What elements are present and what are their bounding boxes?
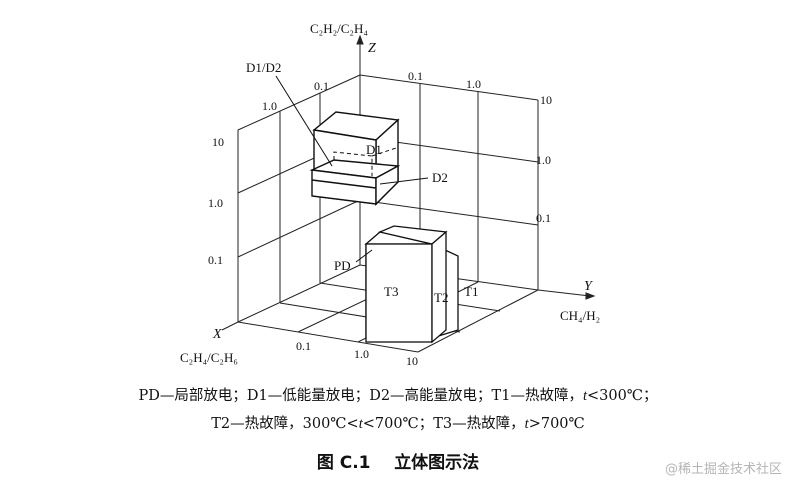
region-label-d2: D2 — [432, 170, 448, 185]
x-tick-3: 10 — [406, 354, 418, 368]
d2-leader — [379, 177, 429, 185]
t-region-boxes — [364, 225, 459, 344]
top-left-tick-2: 1.0 — [262, 99, 277, 113]
y-axis-line — [537, 289, 591, 297]
figure-title: 立体图示法 — [394, 453, 480, 473]
z-right-tick-3: 0.1 — [536, 211, 551, 225]
z-right-tick-2: 1.0 — [536, 153, 551, 167]
x-axis-title: C₂H₄/C₂H₆ — [180, 350, 238, 365]
legend-line-1: PD—局部放电；D1—低能量放电；D2—高能量放电；T1—热故障，t<300℃； — [0, 384, 796, 405]
region-label-t3: T3 — [384, 284, 398, 299]
x-axis-var: X — [212, 327, 222, 342]
y-axis-title: CH₄/H₂ — [560, 308, 600, 323]
z-axis-title: C₂H₂/C₂H₄ — [310, 21, 368, 36]
x-axis-line — [221, 321, 239, 331]
watermark: @稀土掘金技术社区 — [664, 462, 782, 477]
legend-text: <700℃；T3—热故障， — [362, 416, 525, 432]
y-tick-1: 0.1 — [408, 69, 423, 83]
region-label-pd: PD — [334, 258, 351, 273]
z-left-tick-1: 10 — [212, 135, 224, 149]
y-tick-3: 10 — [540, 93, 552, 107]
region-label-d1: D1 — [366, 142, 382, 157]
legend-var: t — [524, 416, 529, 432]
stereogram-diagram: C₂H₂/C₂H₄ Z C₂H₄/C₂H₆ X CH₄/H₂ Y 0.1 1.0… — [180, 21, 600, 368]
z-left-tick-2: 1.0 — [208, 196, 223, 210]
d1d2-overlap-outline — [333, 147, 397, 176]
legend-text: PD—局部放电；D1—低能量放电；D2—高能量放电；T1—热故障， — [138, 388, 583, 404]
legend-text: >700℃ — [528, 416, 585, 432]
x-tick-2: 1.0 — [354, 347, 369, 361]
legend-var: t — [582, 388, 587, 404]
y-axis-var: Y — [584, 279, 594, 294]
figure-caption: 图 C.1 立体图示法 — [0, 448, 796, 473]
region-label-t2: T2 — [434, 290, 448, 305]
y-axis-arrow — [585, 292, 596, 300]
legend-line-2: T2—热故障，300℃<t<700℃；T3—热故障，t>700℃ — [0, 412, 796, 433]
y-tick-2: 1.0 — [466, 77, 481, 91]
figure-number: 图 C.1 — [316, 453, 371, 473]
d-region-boxes — [309, 111, 401, 206]
top-left-tick-1: 0.1 — [314, 79, 329, 93]
region-label-t1: T1 — [464, 284, 478, 299]
z-axis-var: Z — [368, 41, 376, 56]
z-axis-arrow — [356, 34, 364, 45]
legend-text: T2—热故障，300℃< — [211, 416, 359, 432]
z-left-tick-3: 0.1 — [208, 253, 223, 267]
region-label-d1d2: D1/D2 — [246, 60, 281, 75]
d1d2-leader — [275, 75, 333, 167]
pd-leader — [355, 249, 373, 263]
legend-text: <300℃； — [586, 388, 658, 404]
legend-var: t — [358, 416, 363, 432]
x-tick-1: 0.1 — [296, 339, 311, 353]
